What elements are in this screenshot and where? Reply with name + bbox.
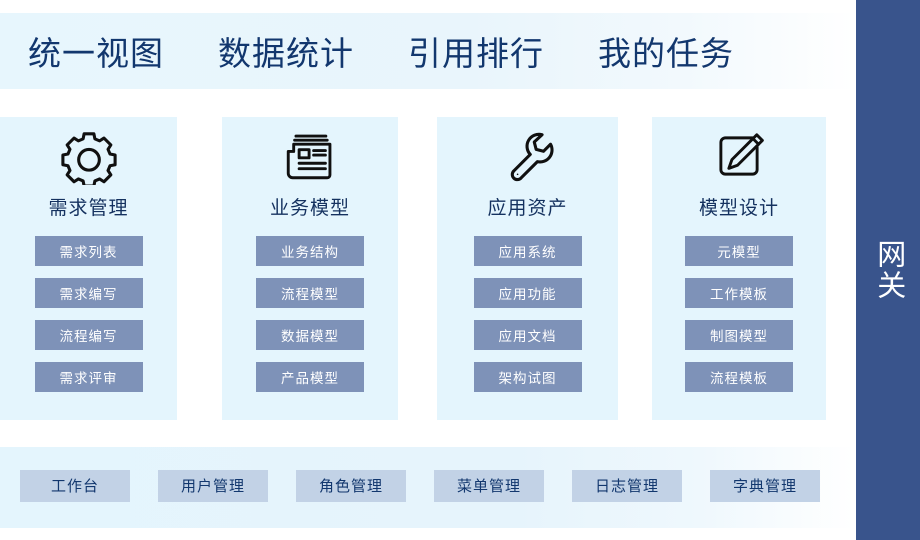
gear-icon <box>58 125 120 187</box>
admin-bottom-bar: 工作台 用户管理 角色管理 菜单管理 日志管理 字典管理 <box>0 447 855 528</box>
nav-item-my-tasks[interactable]: 我的任务 <box>598 35 734 72</box>
card-button-requirement-review[interactable]: 需求评审 <box>34 362 143 392</box>
module-card-model-design: 模型设计 元模型 工作模板 制图模型 流程模板 <box>652 117 826 420</box>
gateway-sidebar: 网关 <box>856 0 920 540</box>
card-title: 需求管理 <box>48 198 129 219</box>
card-title: 业务模型 <box>269 198 350 219</box>
card-button-application-document[interactable]: 应用文档 <box>473 320 582 350</box>
module-card-application-assets: 应用资产 应用系统 应用功能 应用文档 架构试图 <box>437 117 618 420</box>
card-button-list: 元模型 工作模板 制图模型 流程模板 <box>652 236 826 392</box>
card-button-architecture-view[interactable]: 架构试图 <box>473 362 582 392</box>
admin-button-user-management[interactable]: 用户管理 <box>158 469 268 502</box>
admin-button-dictionary-management[interactable]: 字典管理 <box>710 469 820 502</box>
nav-item-citation-ranking[interactable]: 引用排行 <box>408 35 544 72</box>
gateway-label: 网关 <box>872 239 905 301</box>
card-title: 模型设计 <box>698 198 779 219</box>
admin-button-workbench[interactable]: 工作台 <box>20 469 130 502</box>
card-button-requirement-list[interactable]: 需求列表 <box>34 236 143 266</box>
app-root: 统一视图 数据统计 引用排行 我的任务 需求管理 需求列表 需求编写 流程编写 … <box>0 13 855 528</box>
module-card-business-model: 业务模型 业务结构 流程模型 数据模型 产品模型 <box>222 117 398 420</box>
nav-item-unified-view[interactable]: 统一视图 <box>28 35 164 72</box>
admin-button-role-management[interactable]: 角色管理 <box>296 469 406 502</box>
module-cards-row: 需求管理 需求列表 需求编写 流程编写 需求评审 业务模型 业务结构 <box>0 117 855 420</box>
card-button-application-system[interactable]: 应用系统 <box>473 236 582 266</box>
card-button-product-model[interactable]: 产品模型 <box>256 362 364 392</box>
card-button-meta-model[interactable]: 元模型 <box>685 236 793 266</box>
card-button-process-model[interactable]: 流程模型 <box>256 278 364 308</box>
card-title: 应用资产 <box>487 198 568 219</box>
card-button-process-template[interactable]: 流程模板 <box>685 362 793 392</box>
admin-button-menu-management[interactable]: 菜单管理 <box>434 469 544 502</box>
card-button-list: 需求列表 需求编写 流程编写 需求评审 <box>0 236 177 392</box>
card-button-business-structure[interactable]: 业务结构 <box>256 236 364 266</box>
admin-button-list: 工作台 用户管理 角色管理 菜单管理 日志管理 字典管理 <box>0 469 820 502</box>
module-card-requirements: 需求管理 需求列表 需求编写 流程编写 需求评审 <box>0 117 177 420</box>
wrench-icon <box>497 125 559 187</box>
pencil-square-icon <box>708 125 770 187</box>
card-button-list: 应用系统 应用功能 应用文档 架构试图 <box>437 236 618 392</box>
card-button-data-model[interactable]: 数据模型 <box>256 320 364 350</box>
admin-button-log-management[interactable]: 日志管理 <box>572 469 682 502</box>
card-button-requirement-authoring[interactable]: 需求编写 <box>34 278 143 308</box>
card-button-work-template[interactable]: 工作模板 <box>685 278 793 308</box>
card-button-application-function[interactable]: 应用功能 <box>473 278 582 308</box>
nav-item-data-statistics[interactable]: 数据统计 <box>218 35 354 72</box>
card-button-list: 业务结构 流程模型 数据模型 产品模型 <box>222 236 398 392</box>
newspaper-icon <box>279 125 341 187</box>
header-nav-list: 统一视图 数据统计 引用排行 我的任务 <box>0 27 734 75</box>
card-button-process-authoring[interactable]: 流程编写 <box>34 320 143 350</box>
card-button-diagram-model[interactable]: 制图模型 <box>685 320 793 350</box>
header-nav-band: 统一视图 数据统计 引用排行 我的任务 <box>0 13 855 89</box>
